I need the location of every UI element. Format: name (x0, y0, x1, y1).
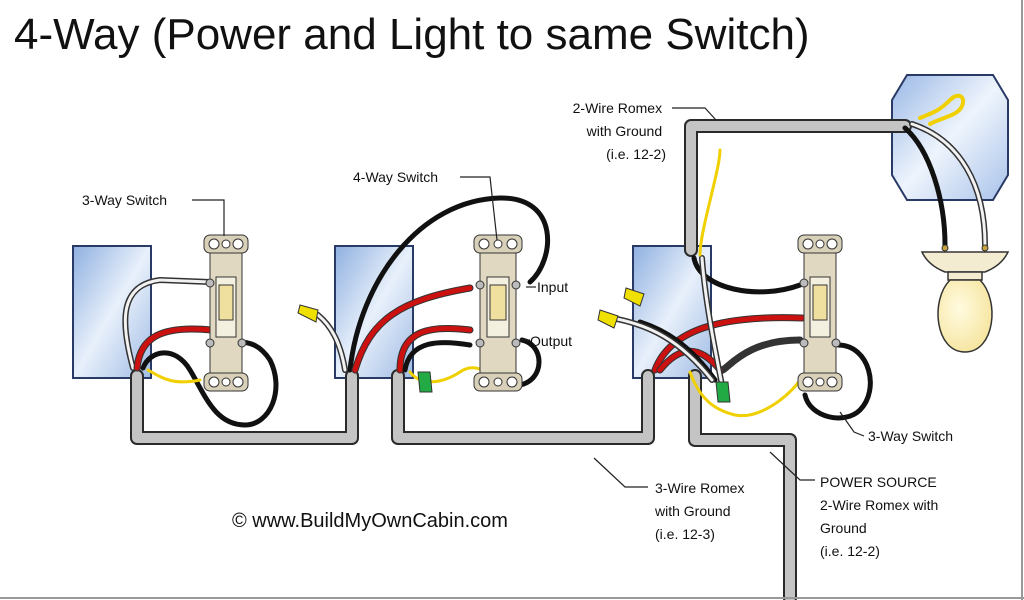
wire-nut-green (417, 371, 433, 393)
label-romex-3wire: 3-Wire Romex with Ground (i.e. 12-3) (654, 480, 748, 542)
wire-nut-yellow (297, 304, 319, 323)
label-output: Output (530, 333, 572, 349)
label-romex-light: 2-Wire Romex with Ground (i.e. 12-2) (573, 100, 666, 162)
page-title: 4-Way (Power and Light to same Switch) (14, 10, 810, 59)
label-four-way-switch: 4-Way Switch (353, 169, 438, 185)
wire-nut-green (715, 381, 731, 403)
label-power-source: POWER SOURCE 2-Wire Romex with Ground (i… (820, 474, 942, 559)
wire-nut-yellow (597, 309, 619, 329)
romex-cables (130, 119, 912, 600)
wire-nuts (297, 287, 731, 403)
light-filament-icon (918, 93, 965, 126)
three-way-switch-right (797, 234, 843, 392)
copyright-notice: © www.BuildMyOwnCabin.com (232, 510, 508, 532)
light-fixture-box (891, 74, 1009, 201)
label-input: Input (537, 279, 568, 295)
wires (122, 121, 988, 428)
label-three-way-switch-left: 3-Way Switch (82, 192, 167, 208)
light-bulb-icon (920, 244, 1010, 353)
leader-lines (192, 107, 865, 488)
three-way-switch-left (203, 234, 249, 392)
label-three-way-switch-right: 3-Way Switch (868, 428, 953, 444)
wire-nut-yellow (623, 287, 645, 307)
four-way-switch (473, 234, 523, 392)
